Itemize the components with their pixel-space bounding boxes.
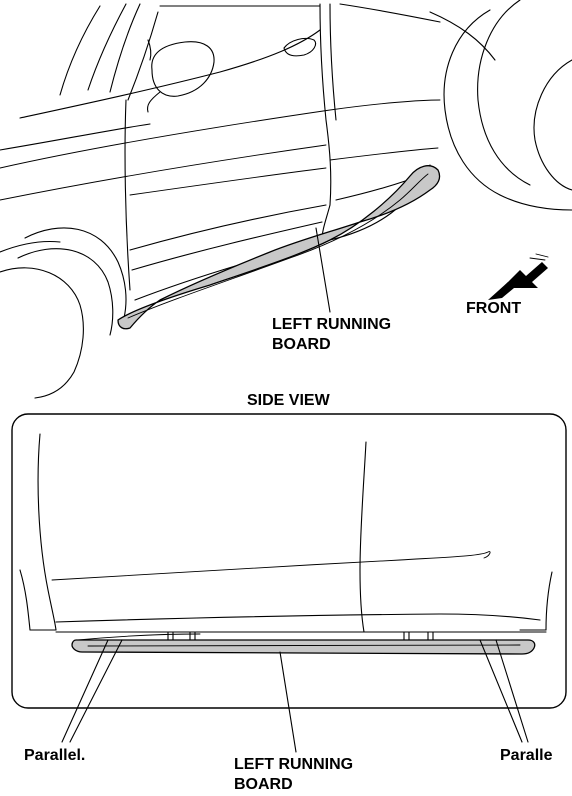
running-board-bottom-label-line1: LEFT RUNNING [234, 756, 354, 773]
vehicle-perspective-view [0, 0, 572, 399]
parallel-left-label: Parallel. [24, 747, 86, 764]
vehicle-side-view [19, 433, 553, 641]
running-board-side [71, 639, 536, 655]
running-board-perspective [117, 165, 441, 330]
front-label: FRONT [466, 300, 522, 317]
leader-lines-bottom [61, 639, 529, 753]
side-view-title: SIDE VIEW [247, 392, 330, 409]
parallel-right-label: Paralle [500, 747, 553, 764]
running-board-bottom-label-line2: BOARD [234, 776, 293, 793]
arrow-down-left-icon [488, 253, 549, 300]
running-board-top-label-line2: BOARD [272, 336, 331, 353]
leader-line-top [315, 227, 331, 313]
running-board-top-label-line1: LEFT RUNNING [272, 316, 392, 333]
side-view-frame [11, 413, 567, 709]
